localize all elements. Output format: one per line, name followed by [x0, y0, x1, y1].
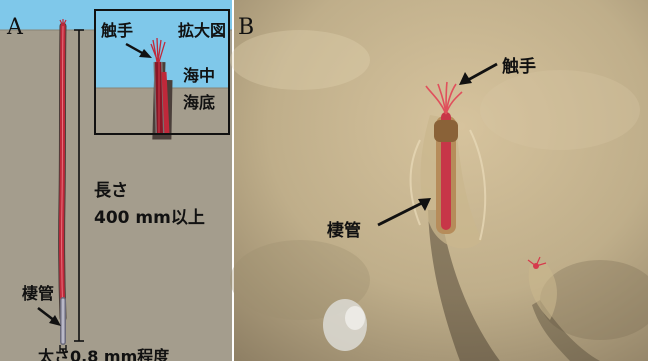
- inset-title: 拡大図: [178, 21, 226, 40]
- inset-sea-label: 海中: [183, 66, 215, 85]
- panel-b-letter: B: [238, 15, 254, 40]
- tube-label-b: 棲管: [327, 220, 361, 241]
- length-label: 長さ: [94, 181, 128, 201]
- inset-seafloor-label: 海底: [183, 93, 215, 112]
- length-value: 400 mm以上: [94, 208, 205, 228]
- worm-tube-illustration: [60, 19, 66, 342]
- width-label: 太さ0.8 mm程度: [37, 347, 170, 361]
- panel-b-photo: B 触手 棲管: [230, 0, 648, 361]
- inset-tentacle-label: 触手: [100, 21, 133, 40]
- panel-a: A 長さ 400 mm以上 棲管 太さ0.8 mm程度: [0, 0, 232, 361]
- tentacle-label-b: 触手: [501, 56, 536, 77]
- tube-label-a: 棲管: [22, 284, 54, 303]
- panel-a-letter: A: [6, 15, 24, 40]
- inset-magnified-view: 触手 拡大図 海中 海底: [95, 10, 229, 134]
